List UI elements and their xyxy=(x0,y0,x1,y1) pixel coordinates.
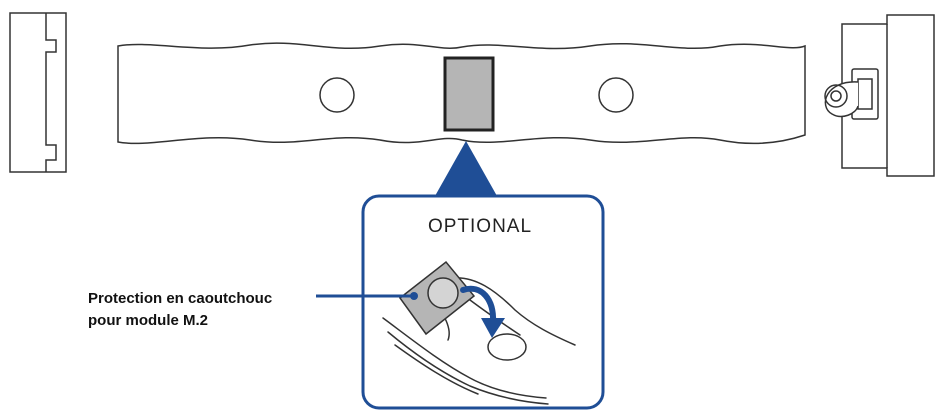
board-hole-right xyxy=(598,77,634,113)
m2-slot-connector xyxy=(9,12,67,173)
rubber-pad xyxy=(443,56,495,132)
standoff-mount xyxy=(824,14,935,177)
board-hole-left xyxy=(319,77,355,113)
callout-label-line1: Protection en caoutchouc xyxy=(88,290,272,307)
triangle-pointer-icon xyxy=(435,141,497,196)
pad-marker-dot xyxy=(410,292,418,300)
callout-label-line2: pour module M.2 xyxy=(88,312,208,329)
optional-inset-box xyxy=(361,194,605,410)
curved-arrow-icon xyxy=(460,285,505,338)
hand-illustration xyxy=(382,277,576,405)
m2-module-board xyxy=(117,42,806,145)
rubber-pad-illustration xyxy=(398,260,476,336)
optional-title: OPTIONAL xyxy=(428,216,532,237)
